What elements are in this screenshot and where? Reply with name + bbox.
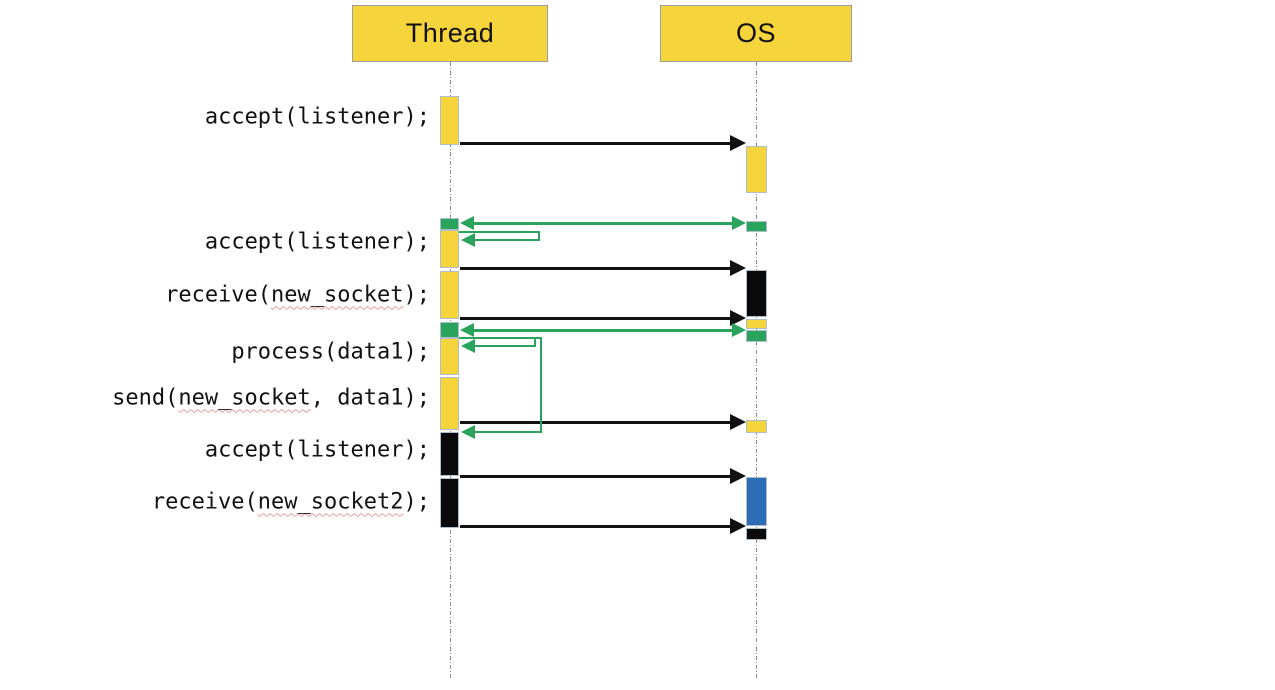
thread-header-box: Thread xyxy=(352,5,548,62)
call-arrow-line xyxy=(460,267,732,270)
os-activation-bar xyxy=(746,477,767,526)
call-arrow-line xyxy=(460,317,732,320)
self-loop-right-line xyxy=(540,337,542,433)
call-label: accept(listener); xyxy=(205,438,430,463)
self-loop-return-line xyxy=(473,239,540,241)
thread-activation-bar xyxy=(440,271,459,319)
os-activation-bar xyxy=(746,319,767,329)
call-label: process(data1); xyxy=(231,340,430,365)
call-label-text: accept(listener); xyxy=(204,229,430,255)
self-loop-arrowhead-left-icon xyxy=(461,233,475,247)
thread-activation-bar xyxy=(440,218,459,230)
thread-activation-bar xyxy=(440,338,459,375)
call-arrowhead-right-icon xyxy=(730,260,746,276)
call-arrowhead-right-icon xyxy=(730,468,746,484)
return-arrow-line xyxy=(472,222,734,225)
call-arrowhead-right-icon xyxy=(730,135,746,151)
self-loop-arrowhead-left-icon xyxy=(461,425,475,439)
call-arrowhead-right-icon xyxy=(730,414,746,430)
return-arrowhead-left-icon xyxy=(460,216,474,230)
self-loop-top-line xyxy=(459,337,542,339)
thread-activation-bar xyxy=(440,377,459,430)
os-actor-label: OS xyxy=(735,18,776,48)
call-label-text: ); xyxy=(403,489,431,515)
os-header-box: OS xyxy=(660,5,852,62)
call-label: receive(new_socket2); xyxy=(152,490,430,515)
call-label-text: receive( xyxy=(165,282,272,308)
thread-actor-label: Thread xyxy=(405,18,495,48)
return-arrowhead-right-icon xyxy=(732,323,746,337)
os-activation-bar xyxy=(746,528,767,540)
call-label-text: ); xyxy=(403,282,431,308)
self-loop-return-line xyxy=(473,431,542,433)
thread-activation-bar xyxy=(440,432,459,476)
call-label: accept(listener); xyxy=(205,230,430,255)
call-arrowhead-right-icon xyxy=(730,310,746,326)
thread-activation-bar xyxy=(440,322,459,338)
os-activation-bar xyxy=(746,420,767,433)
os-activation-bar xyxy=(746,270,767,317)
call-label-identifier: new_socket xyxy=(271,282,404,308)
thread-activation-bar xyxy=(440,96,459,145)
call-label-text: process(data1); xyxy=(231,339,430,365)
thread-activation-bar xyxy=(440,478,459,528)
self-loop-return-line xyxy=(473,345,536,347)
return-arrow-line xyxy=(472,329,734,332)
return-arrowhead-right-icon xyxy=(732,216,746,230)
call-arrow-line xyxy=(460,525,732,528)
os-activation-bar xyxy=(746,330,767,342)
call-label-text: , data1); xyxy=(310,385,430,411)
self-loop-right-line xyxy=(534,337,536,347)
call-label-identifier: new_socket xyxy=(178,385,311,411)
call-label: accept(listener); xyxy=(205,105,430,130)
call-arrowhead-right-icon xyxy=(730,518,746,534)
call-label-text: receive( xyxy=(151,489,258,515)
call-arrow-line xyxy=(460,421,732,424)
os-lifeline xyxy=(756,62,757,680)
call-label: receive(new_socket); xyxy=(165,283,430,308)
call-arrow-line xyxy=(460,475,732,478)
self-loop-right-line xyxy=(538,231,540,241)
call-label-text: accept(listener); xyxy=(204,437,430,463)
self-loop-arrowhead-left-icon xyxy=(461,339,475,353)
call-label: send(new_socket, data1); xyxy=(112,386,430,411)
call-label-text: send( xyxy=(112,385,179,411)
os-activation-bar xyxy=(746,221,767,232)
os-activation-bar xyxy=(746,146,767,193)
return-arrowhead-left-icon xyxy=(460,323,474,337)
call-label-text: accept(listener); xyxy=(204,104,430,130)
call-label-identifier: new_socket2 xyxy=(257,489,404,515)
self-loop-top-line xyxy=(459,231,540,233)
thread-activation-bar xyxy=(440,230,459,268)
call-arrow-line xyxy=(460,142,732,145)
